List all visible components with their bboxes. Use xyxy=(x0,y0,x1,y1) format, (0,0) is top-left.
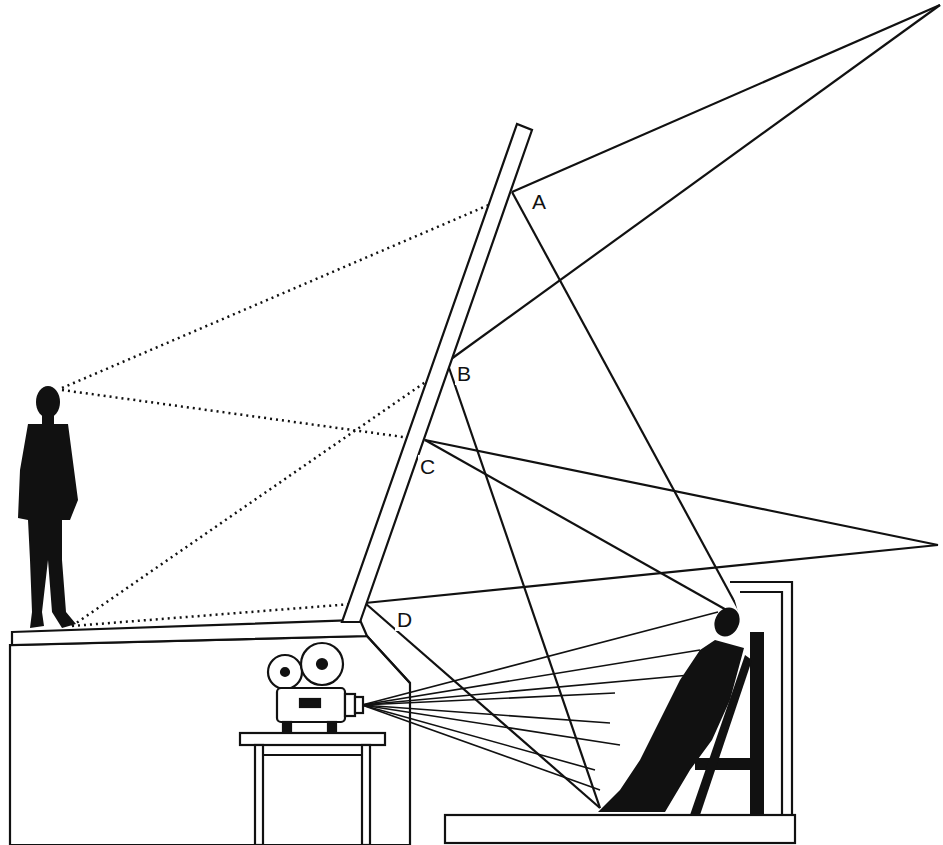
pit-floor-and-frame xyxy=(445,582,795,843)
film-projector xyxy=(268,643,363,732)
point-label: B xyxy=(455,362,473,385)
stage-platform xyxy=(10,620,410,845)
glass-plate xyxy=(342,124,532,622)
point-label: D xyxy=(395,608,414,631)
projector-table xyxy=(240,733,385,845)
point-label: C xyxy=(418,455,437,478)
reclining-figure xyxy=(598,603,744,812)
viewer-sight-lines xyxy=(62,198,505,626)
standing-figure xyxy=(18,386,78,628)
sight-lines xyxy=(365,5,940,808)
point-label: A xyxy=(530,190,548,213)
